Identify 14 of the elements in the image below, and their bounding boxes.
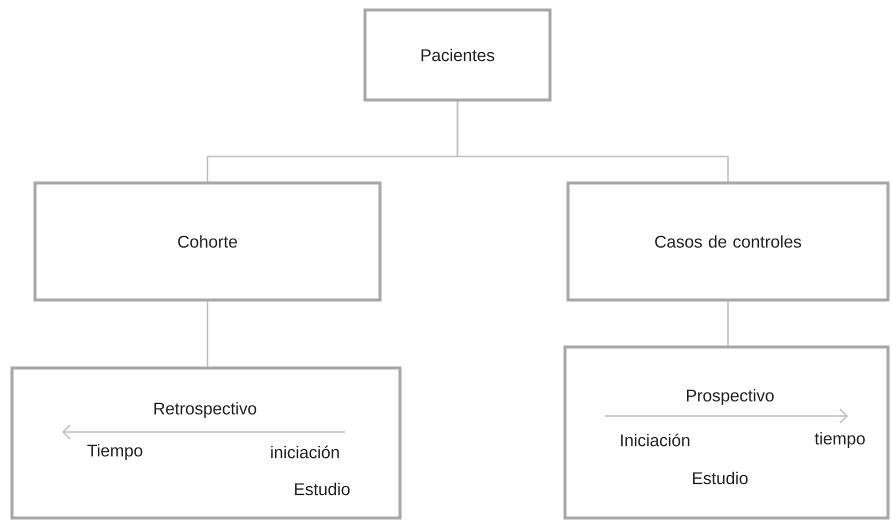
process-box: Pacientes [364,8,552,102]
box-text: Retrospectivo [154,402,256,418]
box-text: iniciación [271,446,339,458]
box-text: Tiempo [87,444,142,460]
box-text: Estudio [693,472,748,484]
process-box: Cohorte [34,182,382,302]
connector [206,302,208,366]
connector [456,102,729,182]
box-text: Iniciación [621,434,690,446]
box-text: Estudio [295,482,350,496]
connector [727,302,729,346]
process-box: Casos de controles [566,182,890,302]
box-text: tiempo [814,432,865,448]
box-text: Prospectivo [686,389,774,405]
